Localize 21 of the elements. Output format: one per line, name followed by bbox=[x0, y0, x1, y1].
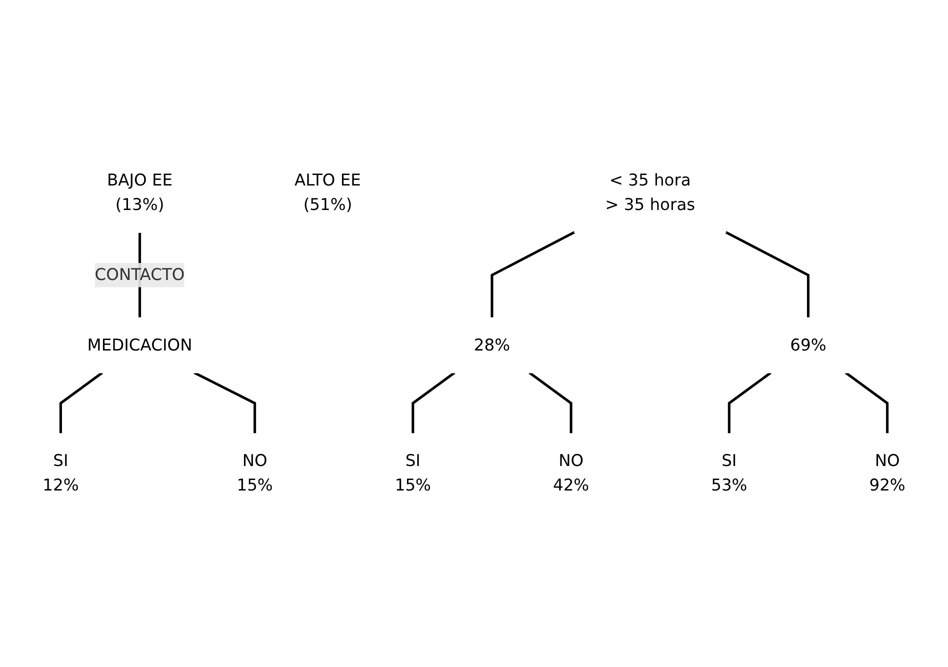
node-text: < 35 hora > 35 horas bbox=[605, 170, 696, 215]
node-text: ALTO EE (51%) bbox=[294, 170, 361, 215]
node-text: 69% bbox=[790, 336, 826, 355]
connector bbox=[490, 231, 576, 318]
connector bbox=[728, 372, 772, 434]
connector bbox=[412, 372, 456, 434]
node-text: BAJO EE (13%) bbox=[106, 170, 173, 215]
connector bbox=[59, 372, 104, 434]
connector bbox=[528, 372, 572, 434]
node-text: SI 12% bbox=[42, 451, 79, 496]
node-text: SI 53% bbox=[711, 451, 748, 496]
node-text: MEDICACION bbox=[87, 336, 192, 355]
node-text: NO 15% bbox=[236, 451, 273, 496]
node-text: NO 42% bbox=[552, 451, 590, 496]
edge-label: CONTACTO bbox=[94, 265, 185, 285]
connector bbox=[194, 372, 256, 434]
connector bbox=[844, 372, 889, 434]
node-text: SI 15% bbox=[394, 451, 431, 496]
node-text: NO 92% bbox=[869, 451, 906, 496]
node-text: 28% bbox=[474, 336, 510, 355]
connector bbox=[725, 231, 810, 318]
